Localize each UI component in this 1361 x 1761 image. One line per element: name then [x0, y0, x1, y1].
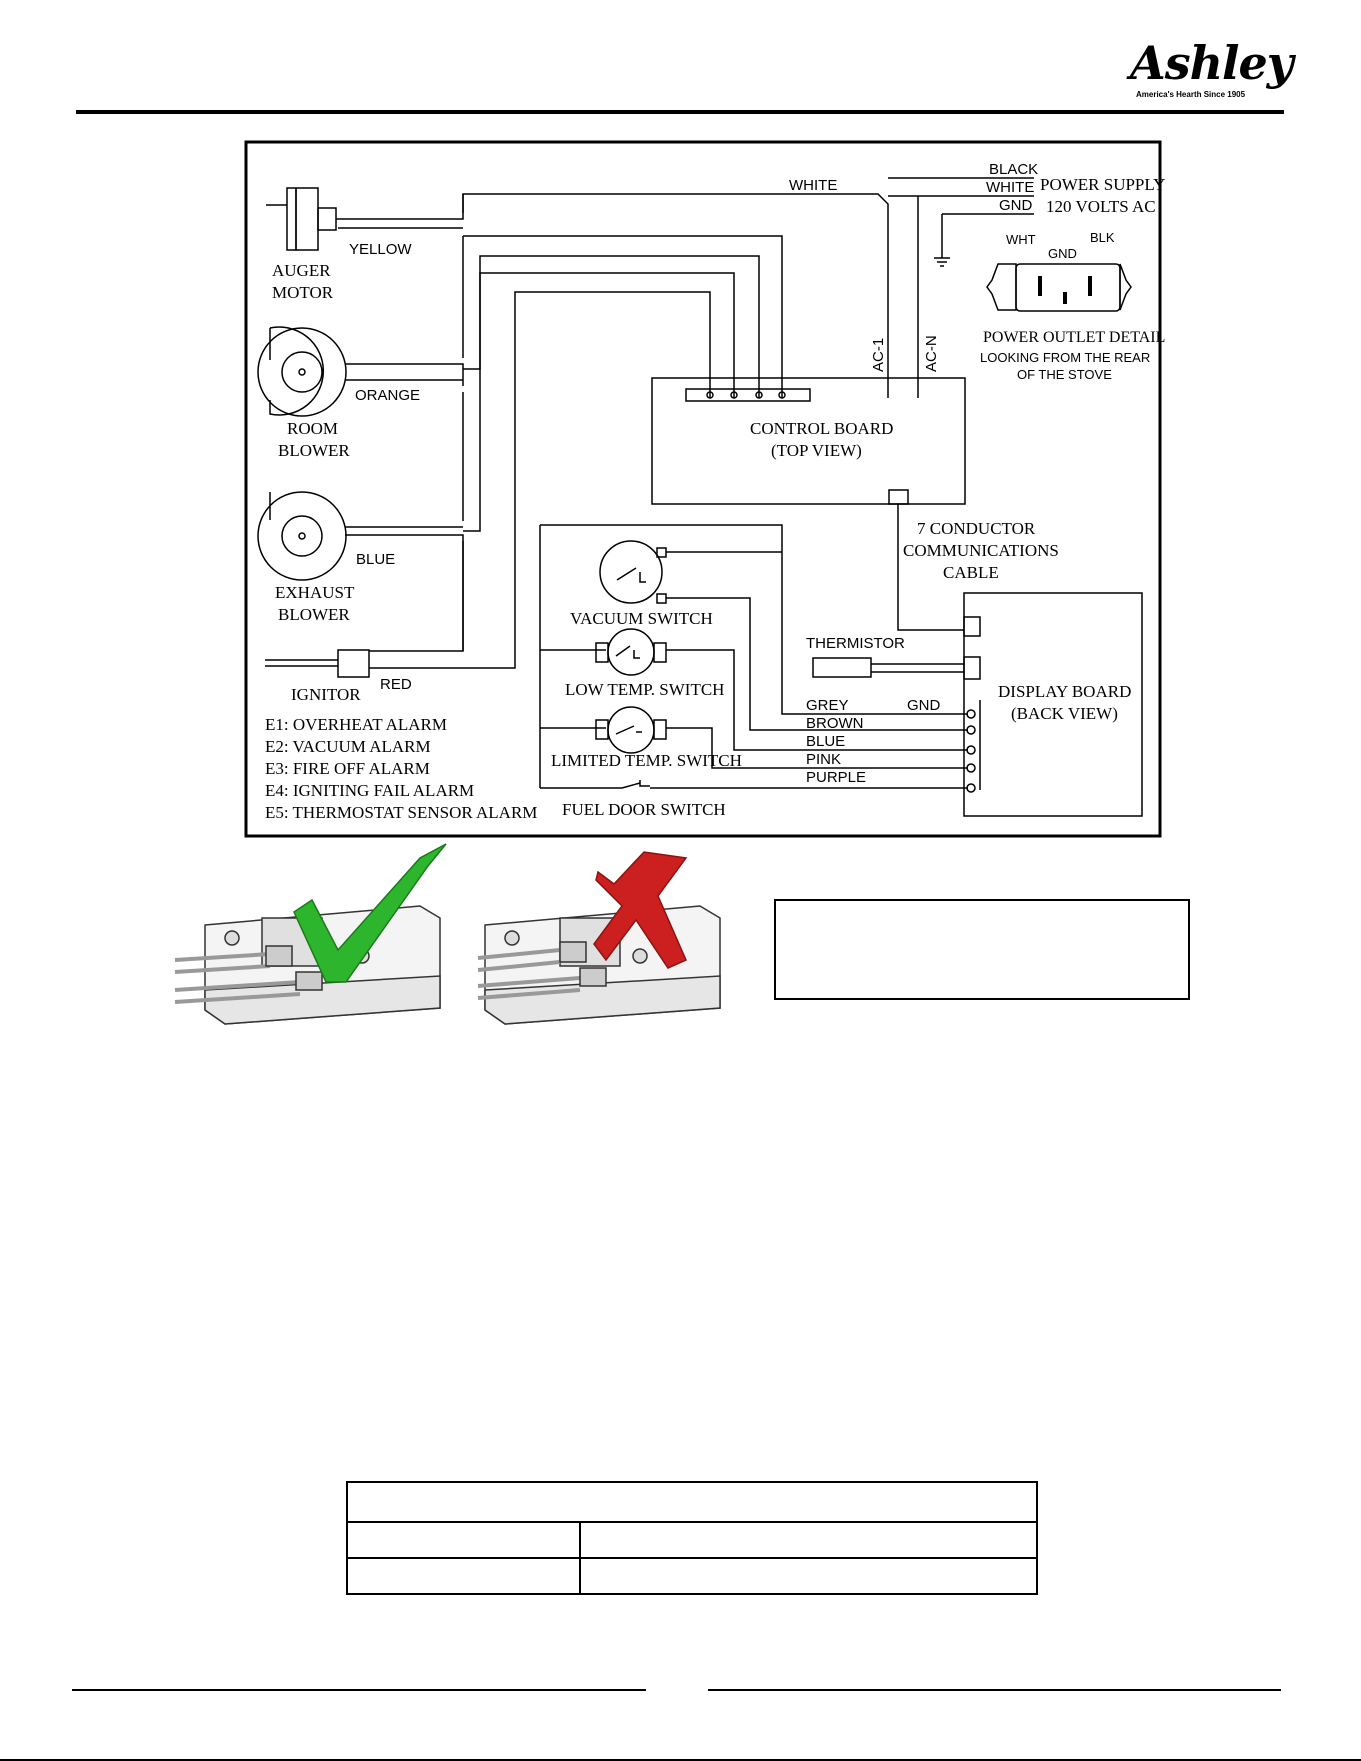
- label-wire-red: RED: [380, 676, 412, 693]
- label-control-1: CONTROL BOARD: [750, 419, 893, 438]
- label-cable-1: 7 CONDUCTOR: [917, 519, 1036, 538]
- label-room-1: ROOM: [287, 419, 338, 438]
- check-mark-icon: [293, 843, 447, 983]
- header-rule: [76, 110, 1284, 114]
- brand-logo: Ashley America's Hearth Since 1905: [1130, 36, 1294, 106]
- table-row: [346, 1481, 1038, 1523]
- thermistor-icon: [812, 657, 872, 678]
- alarm-e1: E1: OVERHEAT ALARM: [265, 715, 447, 734]
- incorrect-installation-illustration: [477, 905, 721, 1025]
- table-cell: [346, 1557, 581, 1595]
- label-display-2: (BACK VIEW): [1011, 704, 1118, 723]
- label-exhaust-1: EXHAUST: [275, 583, 355, 602]
- label-cable-2: COMMUNICATIONS: [903, 541, 1059, 560]
- label-thermistor: THERMISTOR: [806, 635, 905, 652]
- label-ac1: AC-1: [870, 338, 887, 372]
- label-acn: AC-N: [923, 335, 940, 372]
- exhaust-blower-icon: [257, 491, 347, 581]
- label-display-1: DISPLAY BOARD: [998, 682, 1131, 701]
- label-vacuum: VACUUM SWITCH: [570, 609, 713, 628]
- label-ignitor: IGNITOR: [291, 685, 361, 704]
- label-volts: 120 VOLTS AC: [1046, 197, 1156, 216]
- page-bottom-rule: [0, 1759, 1361, 1761]
- room-blower-icon: [257, 326, 347, 417]
- spec-table: [346, 1481, 1038, 1595]
- table-cell: [579, 1557, 1038, 1595]
- logo-tagline: America's Hearth Since 1905: [1136, 90, 1246, 99]
- footer-rule-left: [72, 1689, 646, 1691]
- alarm-e3: E3: FIRE OFF ALARM: [265, 759, 430, 778]
- vacuum-switch-icon: [599, 540, 667, 604]
- label-exhaust-2: BLOWER: [278, 605, 350, 624]
- table-cell: [579, 1521, 1038, 1559]
- label-cable-3: CABLE: [943, 563, 999, 582]
- label-black: BLACK: [989, 161, 1038, 178]
- label-wire-purple: PURPLE: [806, 769, 866, 786]
- footer-rule-right: [708, 1689, 1281, 1691]
- label-display-gnd: GND: [907, 697, 941, 714]
- label-wire-orange: ORANGE: [355, 387, 420, 404]
- auger-motor-icon: [266, 187, 337, 251]
- label-fuel-door: FUEL DOOR SWITCH: [562, 800, 726, 819]
- fuel-door-switch-icon: [608, 780, 968, 789]
- table-cell: [346, 1521, 581, 1559]
- label-wire-grey: GREY: [806, 697, 849, 714]
- label-wire-pink: PINK: [806, 751, 841, 768]
- power-outlet-icon: [986, 263, 1132, 312]
- label-outlet-gnd: GND: [1048, 246, 1077, 261]
- label-wire-blue-display: BLUE: [806, 733, 845, 750]
- label-power-supply: POWER SUPPLY: [1040, 175, 1165, 194]
- logo-wordmark: Ashley: [1130, 36, 1294, 90]
- table-header-cell: [346, 1481, 1038, 1523]
- limited-temp-switch-icon: [595, 706, 667, 754]
- cross-mark-icon: [593, 851, 688, 969]
- label-room-2: BLOWER: [278, 441, 350, 460]
- label-auger-2: MOTOR: [272, 283, 334, 302]
- alarm-e2: E2: VACUUM ALARM: [265, 737, 431, 756]
- label-outlet-sub-2: OF THE STOVE: [1017, 367, 1112, 382]
- label-limited-temp: LIMITED TEMP. SWITCH: [551, 751, 742, 770]
- label-wire-white: WHITE: [789, 177, 837, 194]
- label-wire-brown: BROWN: [806, 715, 864, 732]
- label-outlet-title: POWER OUTLET DETAIL: [983, 329, 1165, 346]
- table-row: [346, 1521, 1038, 1559]
- label-outlet-sub-1: LOOKING FROM THE REAR: [980, 350, 1150, 365]
- label-outlet-wht: WHT: [1006, 232, 1036, 247]
- alarm-e4: E4: IGNITING FAIL ALARM: [265, 781, 474, 800]
- label-wire-blue: BLUE: [356, 551, 395, 568]
- label-auger-1: AUGER: [272, 261, 331, 280]
- label-control-2: (TOP VIEW): [771, 441, 862, 460]
- label-power-white: WHITE: [986, 179, 1034, 196]
- table-row: [346, 1557, 1038, 1595]
- control-board-outline: [651, 377, 966, 505]
- label-outlet-blk: BLK: [1090, 230, 1115, 245]
- alarm-e5: E5: THERMOSTAT SENSOR ALARM: [265, 803, 537, 822]
- label-low-temp: LOW TEMP. SWITCH: [565, 680, 724, 699]
- label-power-gnd: GND: [999, 197, 1033, 214]
- note-box: [774, 899, 1190, 1000]
- ignitor-icon: [265, 649, 370, 678]
- display-board-outline: [963, 592, 1143, 817]
- label-wire-yellow: YELLOW: [349, 241, 412, 258]
- low-temp-switch-icon: [595, 628, 667, 676]
